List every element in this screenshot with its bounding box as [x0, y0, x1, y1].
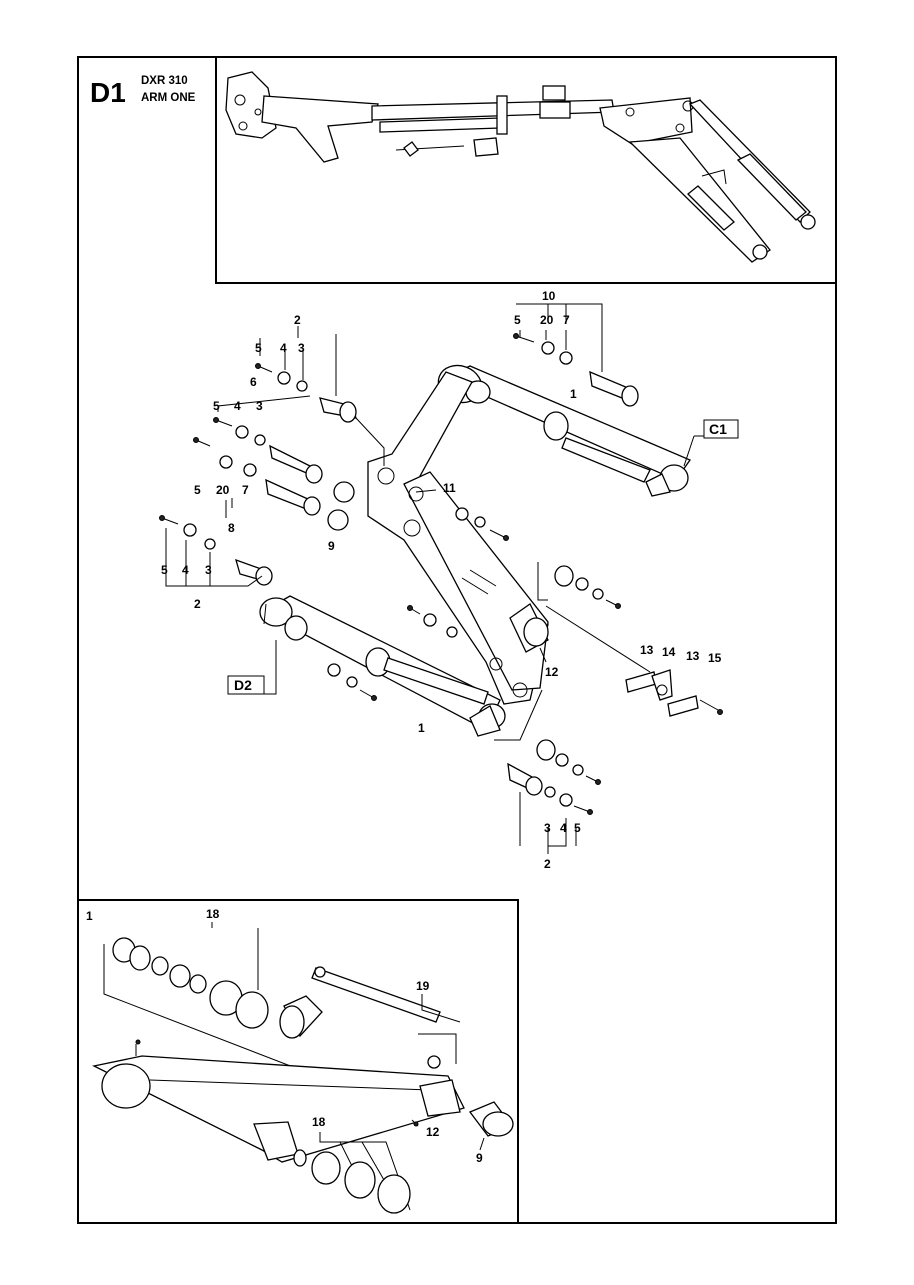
detail-callout-9: 9: [476, 1151, 483, 1165]
detail-callout-12: 12: [426, 1125, 440, 1139]
callout-5: 5: [514, 313, 521, 327]
arm-link-plate: [367, 371, 549, 705]
assembly-label: ARM ONE: [141, 92, 196, 104]
washers-and-bolts: [159, 333, 621, 815]
callout-7: 7: [242, 483, 249, 497]
callout-4: 4: [234, 399, 241, 413]
cylinder-c1: [437, 364, 691, 497]
callout-4: 4: [560, 821, 567, 835]
callout-5: 5: [213, 399, 220, 413]
callout-4: 4: [280, 341, 287, 355]
ref-c1: C1: [709, 421, 727, 437]
detail-callout-1: 1: [86, 909, 93, 923]
ref-d2: D2: [234, 677, 252, 693]
overview-inset: [215, 57, 836, 284]
callout-10: 10: [542, 289, 556, 303]
callout-3: 3: [544, 821, 551, 835]
callout-4: 4: [182, 563, 189, 577]
callout-8: 8: [228, 521, 235, 535]
callout-3: 3: [205, 563, 212, 577]
ref-box-d2: [227, 675, 265, 695]
callout-5: 5: [194, 483, 201, 497]
callout-1: 1: [418, 721, 425, 735]
cylinder-detail-inset: 1 18 19 9: [78, 899, 519, 1223]
callout-12: 12: [545, 665, 559, 679]
cylinder-d2: [259, 595, 506, 737]
callout-2: 2: [194, 597, 201, 611]
callout-2: 2: [294, 313, 301, 327]
page-frame: [77, 56, 837, 1224]
main-exploded-view: C1 D2 2 5 4 3 6 5 4 3 5 20 7 8 9 5 4 3 2…: [159, 289, 739, 871]
ref-box-c1: [703, 419, 739, 439]
callout-20: 20: [216, 483, 230, 497]
callout-14: 14: [662, 645, 676, 659]
callout-5: 5: [574, 821, 581, 835]
callout-7: 7: [563, 313, 570, 327]
callout-3: 3: [256, 399, 263, 413]
detail-callout-18: 18: [312, 1115, 326, 1129]
callout-6: 6: [250, 375, 257, 389]
callout-11: 11: [443, 481, 456, 495]
callout-9: 9: [328, 539, 335, 553]
callout-2: 2: [544, 857, 551, 871]
callout-3: 3: [298, 341, 305, 355]
bushing-12: [509, 603, 549, 653]
callout-13: 13: [640, 643, 654, 657]
section-code: D1: [90, 77, 126, 108]
callout-5: 5: [161, 563, 168, 577]
pins-left: [235, 370, 639, 796]
detail-callout-19: 19: [416, 979, 430, 993]
callout-5: 5: [255, 341, 262, 355]
callout-1: 1: [570, 387, 577, 401]
callout-20: 20: [540, 313, 554, 327]
leader-lines: [165, 303, 738, 854]
callout-15: 15: [708, 651, 722, 665]
callout-13: 13: [686, 649, 700, 663]
detail-callout-18: 18: [206, 907, 220, 921]
model-label: DXR 310: [141, 75, 188, 87]
clamp-assembly: [625, 669, 723, 717]
